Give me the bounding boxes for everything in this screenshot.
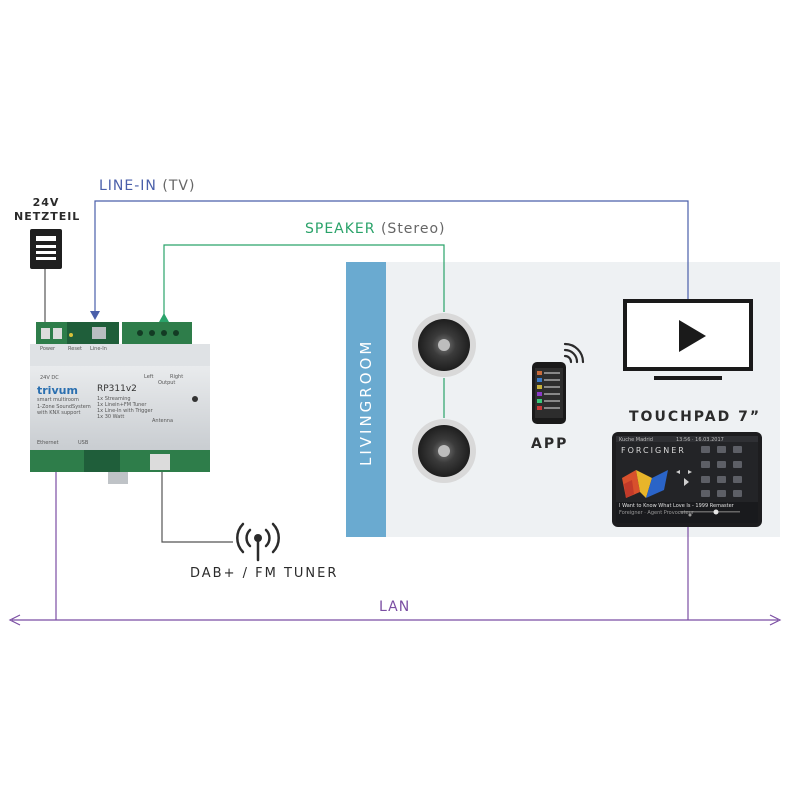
device-model: RP311v2 (97, 384, 137, 394)
speaker-arrow (159, 313, 169, 322)
ceiling-speaker-top (412, 313, 476, 377)
play-icon (679, 320, 706, 352)
port-antenna-label: Antenna (152, 418, 174, 424)
lan-arrow-right (769, 614, 782, 626)
port-ethernet-label: Ethernet (37, 440, 59, 446)
port-24v-label: 24V DC (40, 375, 59, 381)
port-right-label: Right (170, 374, 184, 380)
line-in-arrow (90, 311, 100, 320)
livingroom-band (346, 262, 386, 537)
touchpad-header-right: 13:56 · 16.03.2017 (676, 437, 724, 443)
speaker-wire (163, 244, 445, 322)
device-spec-4: 1x 30 Watt (97, 414, 125, 420)
connector-output (122, 322, 192, 344)
device-desc2: with KNX support (37, 410, 81, 416)
smartphone-icon (532, 362, 566, 424)
connector-antenna (150, 454, 170, 470)
device-rp311v2 (30, 322, 210, 484)
lan-label: LAN (379, 599, 411, 615)
port-left-label: Left (144, 374, 154, 380)
device-top-strip (30, 344, 210, 366)
antenna-wire (161, 472, 233, 543)
speaker-label-paren: (Stereo) (380, 221, 446, 237)
device-spec-2: 1x Linein+FM Tuner (97, 402, 147, 408)
port-power-label: Power (40, 346, 56, 352)
psu-label-line2: NETZTEIL (14, 210, 81, 223)
line-in-wire (94, 200, 689, 318)
wifi-icon (563, 342, 585, 364)
din-clip (108, 472, 128, 484)
line-in-label: LINE-IN (TV) (99, 178, 195, 194)
touchpad-device (612, 432, 762, 527)
touchpad-album: FORCIGNER (621, 446, 686, 455)
psu-label-line1: 24V (32, 196, 60, 209)
touchpad-artist: Foreigner · Agent Provocateur (619, 510, 694, 516)
tuner-label: DAB+ / FM TUNER (190, 566, 339, 581)
livingroom-label: LIVINGROOM (357, 338, 375, 466)
tv-icon (623, 299, 753, 380)
device-front-panel (30, 366, 210, 450)
lan-arrow-left (8, 614, 21, 626)
device-brand: trivum (37, 384, 78, 397)
port-usb-label: USB (78, 440, 89, 446)
speaker-label: SPEAKER (Stereo) (305, 221, 446, 237)
device-brand-sub: smart multiroom (37, 397, 79, 403)
device-spec-3: 1x Line-In with Trigger (97, 408, 153, 414)
port-reset-label: Reset (68, 346, 82, 352)
line-in-label-paren: (TV) (162, 178, 196, 194)
power-supply-icon (30, 229, 62, 269)
touchpad-track: I Want to Know What Love Is - 1999 Remas… (619, 503, 734, 509)
line-in-label-main: LINE-IN (99, 178, 157, 194)
port-output-label: Output (158, 380, 176, 386)
reset-area (67, 322, 87, 344)
connector-power (36, 322, 67, 344)
device-desc1: 1-Zone SoundSystem (37, 404, 91, 410)
port-linein-label: Line-In (90, 346, 107, 352)
antenna-icon (236, 522, 280, 562)
device-spec-1: 1x Streaming (97, 396, 131, 402)
ceiling-speaker-bottom (412, 419, 476, 483)
status-led (192, 396, 198, 402)
touchpad-label: TOUCHPAD 7” (629, 409, 762, 425)
app-label: APP (531, 436, 569, 452)
psu-label: 24V NETZTEIL (14, 196, 81, 224)
speaker-label-main: SPEAKER (305, 221, 376, 237)
touchpad-header-left: Kuche Madrid (619, 437, 653, 443)
